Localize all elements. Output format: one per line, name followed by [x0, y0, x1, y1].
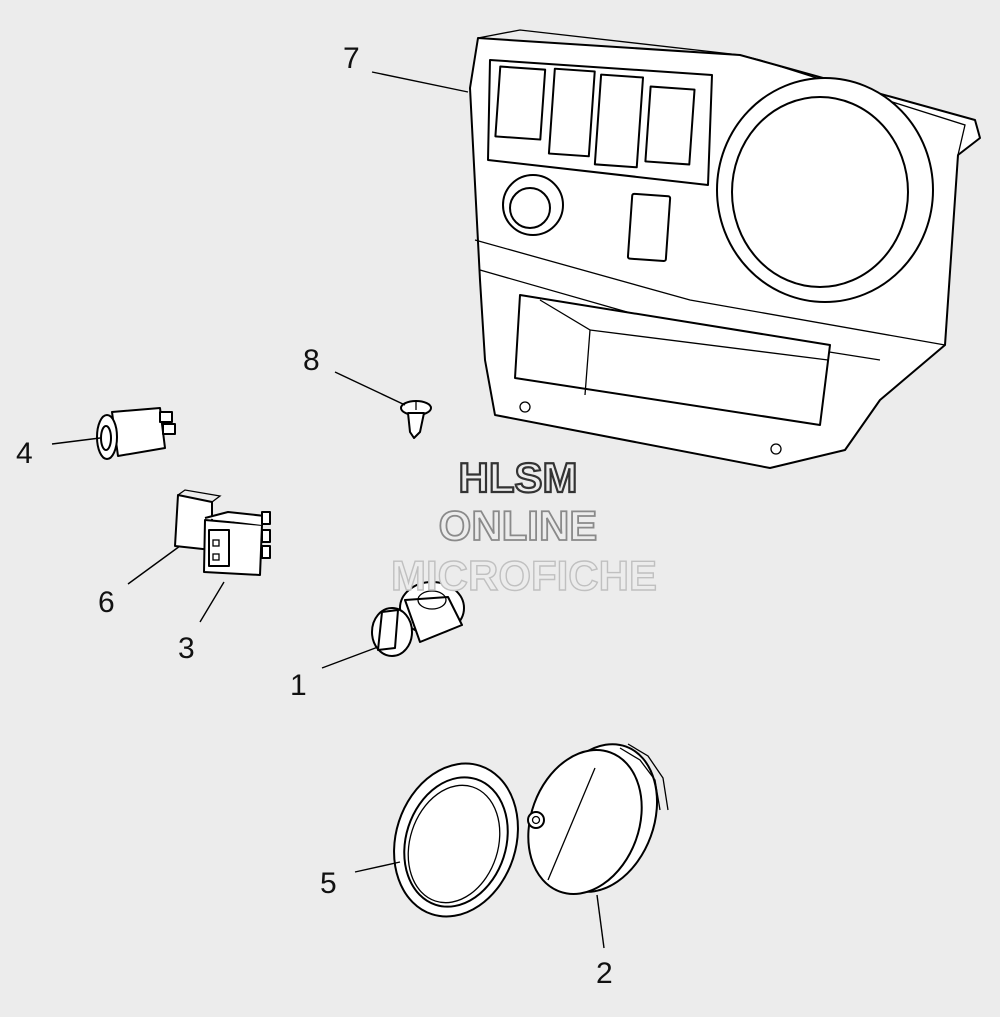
callout-7: 7 — [343, 42, 360, 75]
leader-3 — [199, 581, 225, 623]
bezel-ring-part-5[interactable] — [375, 747, 537, 932]
callout-5: 5 — [320, 867, 337, 900]
push-rivet-part-8[interactable] — [400, 400, 432, 439]
watermark-line-1: HLSM — [459, 454, 578, 501]
callout-6: 6 — [98, 586, 115, 619]
callout-2: 2 — [596, 957, 613, 990]
leader-8 — [334, 371, 406, 406]
leader-5 — [354, 861, 401, 873]
leader-lines — [51, 71, 605, 949]
indicator-lamp-part-4[interactable] — [96, 407, 176, 460]
gauge-part-2[interactable] — [509, 728, 677, 910]
callout-numbers: 7 8 4 6 3 1 5 2 — [16, 42, 613, 990]
callout-1: 1 — [290, 669, 307, 702]
leader-6 — [127, 545, 181, 585]
dash-panel-part-7[interactable] — [469, 29, 981, 469]
leader-1 — [321, 646, 379, 669]
watermark: HLSM ONLINE MICROFICHE — [390, 453, 657, 600]
callout-3: 3 — [178, 632, 195, 665]
leader-2 — [596, 894, 605, 949]
watermark-line-3: MICROFICHE — [391, 552, 657, 599]
watermark-line-2: ONLINE — [439, 502, 598, 549]
callout-8: 8 — [303, 344, 320, 377]
leader-7 — [371, 71, 469, 93]
callout-4: 4 — [16, 437, 33, 470]
leader-4 — [51, 437, 101, 445]
ignition-switch-part-1[interactable] — [371, 581, 465, 657]
rocker-switch-part-3[interactable] — [203, 511, 271, 576]
